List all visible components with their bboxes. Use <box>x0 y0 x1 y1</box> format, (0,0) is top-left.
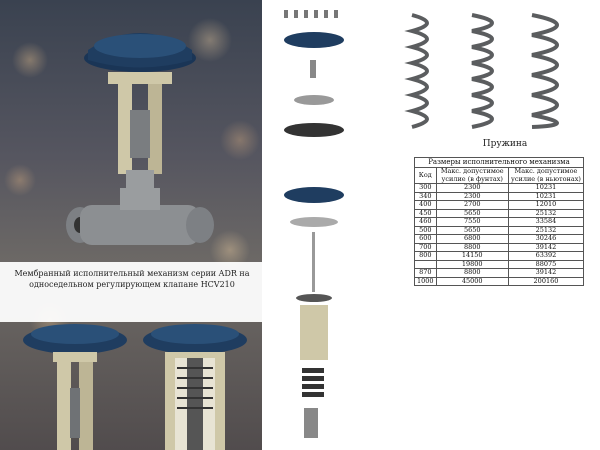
table-title: Размеры исполнительного механизма <box>414 157 584 167</box>
table-cell-n: 12010 <box>507 200 585 210</box>
table-cell-code: 600 <box>414 234 437 244</box>
table-cell-code: 870 <box>414 268 437 278</box>
table-cell-n: 63392 <box>507 251 585 261</box>
header-code: Код <box>414 167 437 184</box>
exploded-view-image <box>284 10 344 438</box>
table-header-row: Код Макс. допустимое усилие (в фунтах) М… <box>414 167 585 184</box>
valve-actuator-image <box>66 33 214 245</box>
springs-image <box>404 13 559 129</box>
table-cell-lbf: 2300 <box>435 183 509 193</box>
table-cell-lbf: 6800 <box>435 234 509 244</box>
table-cell-lbf: 2700 <box>435 200 509 210</box>
table-cell-n: 39142 <box>507 268 585 278</box>
table-cell-n: 10231 <box>507 183 585 193</box>
table-cell-lbf: 45000 <box>435 276 509 286</box>
header-n: Макс. допустимое усилие (в ньютонах) <box>507 167 585 184</box>
table-cell-lbf: 7550 <box>435 217 509 227</box>
table-cell-code: 800 <box>414 251 437 261</box>
table-cell-code: 460 <box>414 217 437 227</box>
table-cell-lbf: 14150 <box>435 251 509 261</box>
main-caption: Мембранный исполнительный механизм серии… <box>14 269 250 289</box>
table-cell-n: 30246 <box>507 234 585 244</box>
table-cell-n: 200160 <box>507 276 585 286</box>
actuator-view-cutaway <box>143 324 247 450</box>
header-lbf: Макс. допустимое усилие (в фунтах) <box>435 167 509 184</box>
springs-caption: Пружина <box>482 139 528 149</box>
actuator-size-table: Размеры исполнительного механизма Код Ма… <box>414 157 585 286</box>
table-cell-code: 400 <box>414 200 437 210</box>
table-cell-n: 33584 <box>507 217 585 227</box>
table-cell-code: 1000 <box>414 276 437 286</box>
table-cell-lbf: 8800 <box>435 268 509 278</box>
caption-band <box>0 262 262 322</box>
actuator-view-left <box>23 324 127 450</box>
table-cell-code: 300 <box>414 183 437 193</box>
